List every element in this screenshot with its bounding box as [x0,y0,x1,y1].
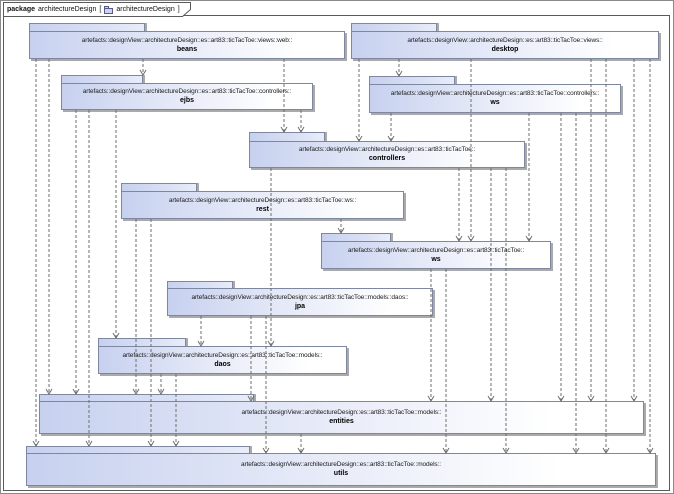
header-package-name: architectureDesign [38,6,97,13]
package-tab-utils[interactable] [26,446,250,453]
package-short-name: rest [256,205,269,213]
package-tab-desktop[interactable] [351,23,437,31]
package-ejbs[interactable]: artefacts::designView::architectureDesig… [61,83,313,110]
diagram-header-tab [3,2,191,17]
package-qualified-name: artefacts::designView::architectureDesig… [241,409,442,416]
package-qualified-name: artefacts::designView::architectureDesig… [407,36,603,44]
package-short-name: daos [214,360,231,368]
package-tab-ejbs[interactable] [61,75,143,83]
package-short-name: entities [329,418,354,425]
package-qualified-name: artefacts::designView::architectureDesig… [122,351,323,359]
package-ws[interactable]: artefacts::designView::architectureDesig… [321,241,551,269]
package-short-name: ejbs [179,97,194,104]
package-qualified-name: artefacts::designView::architectureDesig… [347,246,525,254]
header-close-bracket: ] [177,6,180,13]
package-short-name: beans [176,45,198,53]
package-qualified-name: artefacts::designView::architectureDesig… [241,461,441,468]
package-tab-controllers-ws[interactable] [369,76,455,84]
package-short-name: ws [431,255,441,263]
header-diagram-name: architectureDesign [116,6,175,13]
package-rest[interactable]: artefacts::designView::architectureDesig… [121,191,404,219]
package-qualified-name: artefacts::designView::architectureDesig… [168,196,357,204]
package-tab-ws[interactable] [321,233,391,241]
header-keyword: package [7,6,36,13]
package-jpa[interactable]: artefacts::designView::architectureDesig… [167,288,433,316]
package-controllers[interactable]: artefacts::designView::architectureDesig… [249,141,525,168]
package-daos[interactable]: artefacts::designView::architectureDesig… [98,346,347,374]
package-controllers-ws[interactable]: artefacts::designView::architectureDesig… [369,84,621,113]
package-qualified-name: artefacts::designView::architectureDesig… [191,293,409,301]
package-utils[interactable]: artefacts::designView::architectureDesig… [26,453,656,486]
package-desktop[interactable]: artefacts::designView::architectureDesig… [351,31,659,59]
package-tab-beans[interactable] [29,23,145,31]
package-entities[interactable]: artefacts::designView::architectureDesig… [39,401,644,434]
package-icon [104,5,114,14]
package-tab-daos[interactable] [98,338,186,346]
package-tab-rest[interactable] [121,183,197,191]
diagram-frame [3,15,670,491]
diagram-header: package architectureDesign [ architectur… [7,3,180,16]
package-short-name: jpa [294,302,306,310]
package-short-name: desktop [491,45,519,53]
package-qualified-name: artefacts::designView::architectureDesig… [82,88,292,95]
package-qualified-name: artefacts::designView::architectureDesig… [81,36,293,44]
header-open-bracket: [ [99,6,102,13]
package-short-name: controllers [368,155,406,162]
package-tab-entities[interactable] [39,394,254,401]
package-short-name: utils [333,470,349,477]
package-beans[interactable]: artefacts::designView::architectureDesig… [29,31,345,59]
package-tab-controllers[interactable] [249,132,325,141]
package-tab-jpa[interactable] [167,281,233,288]
package-short-name: ws [490,99,500,106]
package-qualified-name: artefacts::designView::architectureDesig… [298,146,476,153]
package-qualified-name: artefacts::designView::architectureDesig… [390,90,600,97]
